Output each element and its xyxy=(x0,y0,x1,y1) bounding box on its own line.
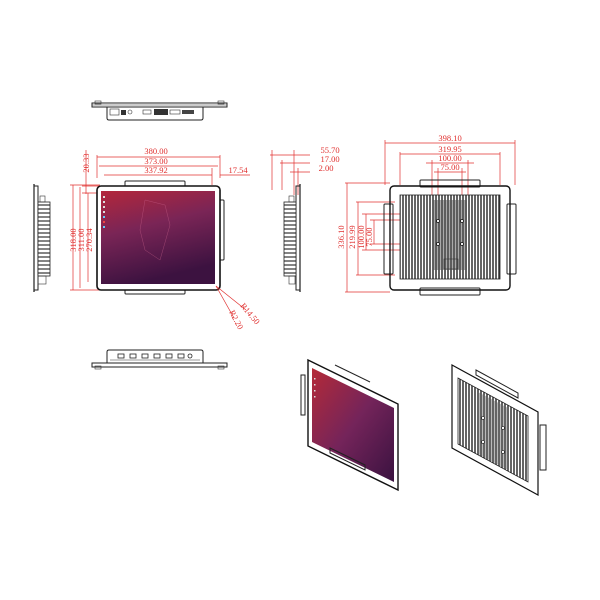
right-side-view: 55.70 17.00 2.00 xyxy=(270,145,340,292)
dim-height-screen: 270.34 xyxy=(84,228,94,252)
dim-rear-width-outer: 398.10 xyxy=(438,133,461,143)
dim-depth-total: 55.70 xyxy=(320,145,339,155)
isometric-rear xyxy=(451,363,547,497)
dim-width-screen: 337.92 xyxy=(144,165,167,175)
dim-bezel-right: 17.54 xyxy=(228,165,248,175)
dim-bezel-top: 20.33 xyxy=(81,153,91,172)
dim-vesa-75-h: 75.00 xyxy=(440,162,459,172)
dim-rear-height-outer: 336.10 xyxy=(336,225,346,248)
dim-depth-front: 2.00 xyxy=(319,163,334,173)
dim-depth-frame: 17.00 xyxy=(320,154,339,164)
front-view: 380.00 373.00 337.92 17.54 20.33 318.00 … xyxy=(68,146,262,331)
power-port-icon xyxy=(109,108,120,116)
rear-view: 398.10 319.95 100.00 75.00 336.10 219.99… xyxy=(336,133,517,296)
dim-height-outer: 318.00 xyxy=(68,228,78,251)
isometric-front xyxy=(300,358,399,492)
dim-vesa-100-h: 100.00 xyxy=(438,153,461,163)
bottom-view xyxy=(91,349,228,370)
top-view xyxy=(91,100,228,121)
left-side-view xyxy=(33,184,51,292)
screen-wallpaper xyxy=(101,191,215,284)
dim-vesa-100-v: 100.00 xyxy=(356,225,366,248)
dim-vesa-75-v: 75.00 xyxy=(364,227,374,246)
dim-width-outer: 380.00 xyxy=(144,146,167,156)
dim-rear-height-bracket: 219.99 xyxy=(347,225,357,248)
dim-rear-width-bracket: 319.95 xyxy=(438,144,461,154)
iso-screen xyxy=(312,368,394,482)
dim-width-mid: 373.00 xyxy=(144,156,167,166)
dim-height-mid: 311.00 xyxy=(76,228,86,251)
